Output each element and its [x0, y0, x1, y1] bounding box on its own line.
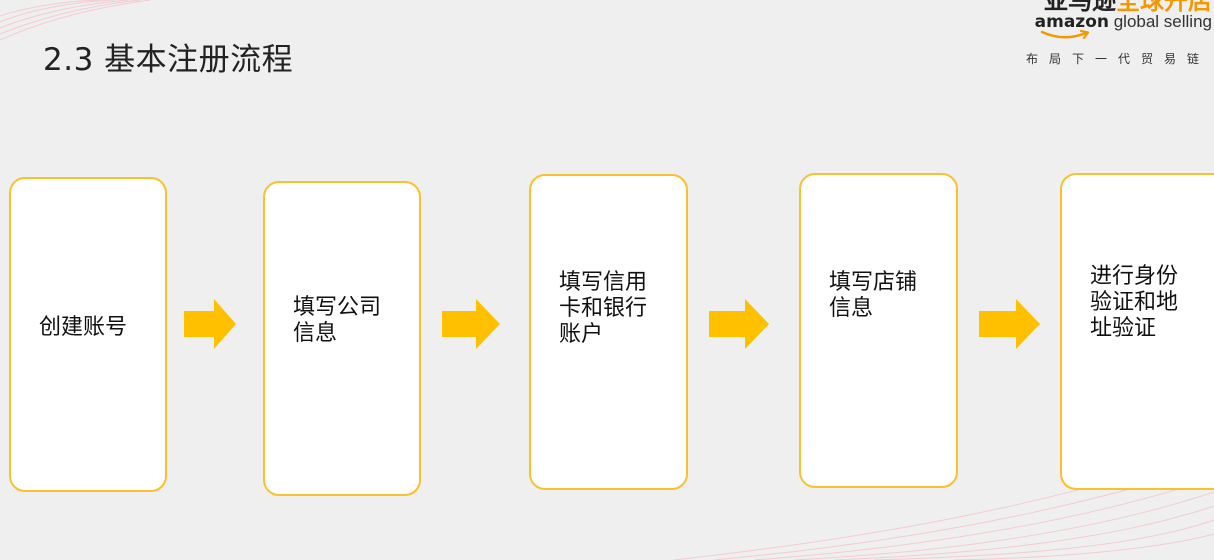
- logo-chinese-service: 全球开店: [1116, 0, 1212, 15]
- logo-amazon-wordmark: amazon: [1034, 12, 1109, 32]
- flow-step-2-label: 填写公司 信息: [293, 295, 382, 346]
- flow-arrow-1-icon: [184, 299, 236, 349]
- flow-step-1-box: 创建账号: [9, 177, 167, 492]
- flow-step-3-box: 填写信用 卡和银行 账户: [529, 174, 688, 490]
- slide-title: 2.3 基本注册流程: [43, 42, 294, 78]
- flow-arrow-2-icon: [442, 299, 500, 349]
- logo-chinese-text: 亚马逊全球开店: [1044, 0, 1212, 14]
- flow-step-4-box: 填写店铺 信息: [799, 173, 958, 488]
- logo-chinese-brand: 亚马逊: [1044, 0, 1116, 15]
- amazon-global-selling-logo: 亚马逊全球开店 amazon global selling 布局下一代贸易链: [1012, 0, 1212, 68]
- flow-step-5-box: 进行身份 验证和地 址验证: [1060, 173, 1214, 490]
- flow-arrow-3-icon: [709, 299, 769, 349]
- logo-global-selling-text: global selling: [1108, 12, 1212, 31]
- logo-tagline: 布局下一代贸易链: [1025, 52, 1210, 66]
- logo-english-text: amazon global selling: [1035, 12, 1212, 32]
- amazon-smile-icon: [1040, 30, 1090, 40]
- flow-step-2-box: 填写公司 信息: [263, 181, 421, 496]
- flow-step-1-label: 创建账号: [39, 315, 128, 340]
- flow-step-4-label: 填写店铺 信息: [829, 270, 918, 321]
- flow-step-5-label: 进行身份 验证和地 址验证: [1090, 264, 1179, 341]
- flow-step-3-label: 填写信用 卡和银行 账户: [559, 270, 648, 347]
- flow-arrow-4-icon: [979, 299, 1040, 349]
